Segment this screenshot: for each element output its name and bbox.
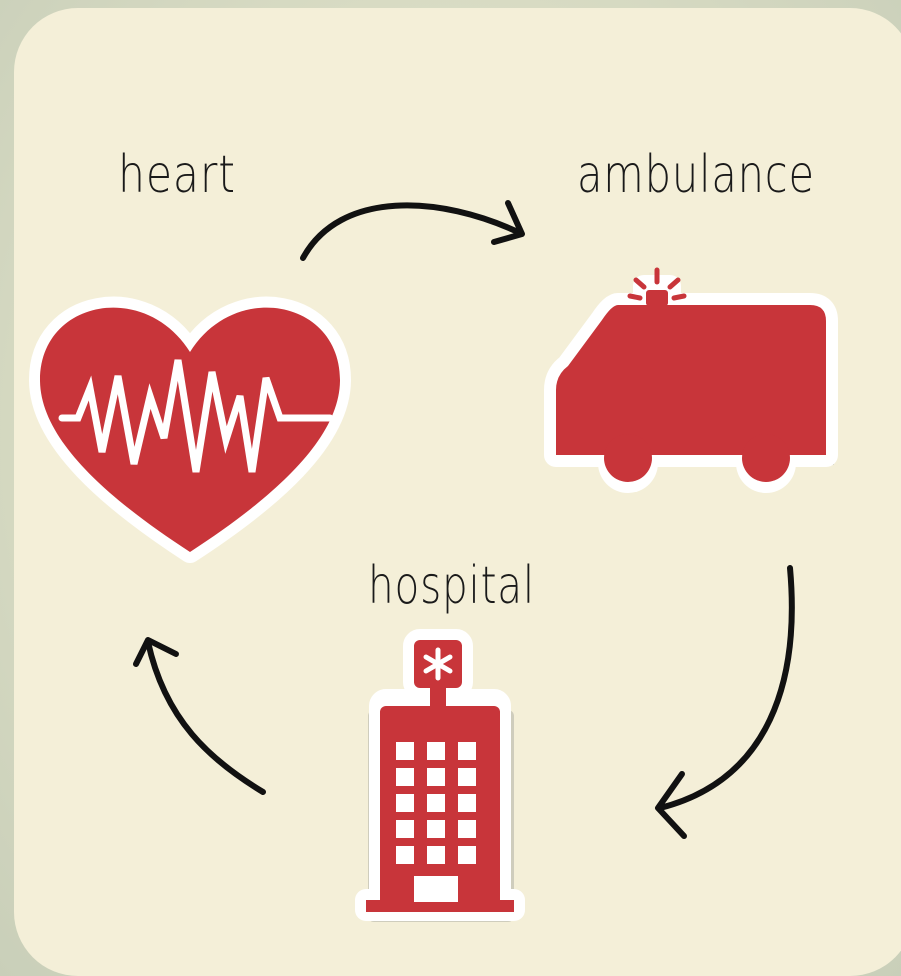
heart-pulse-icon <box>29 296 351 563</box>
heart-label: heart <box>118 145 236 205</box>
hospital-building-icon <box>355 629 525 922</box>
arrow-hospital-to-heart <box>133 637 266 795</box>
arrow-heart-to-ambulance <box>300 200 525 261</box>
hospital-label: hospital <box>368 556 535 616</box>
arrow-ambulance-to-hospital <box>655 565 795 839</box>
ambulance-icon <box>544 267 838 493</box>
ambulance-label: ambulance <box>577 145 815 205</box>
